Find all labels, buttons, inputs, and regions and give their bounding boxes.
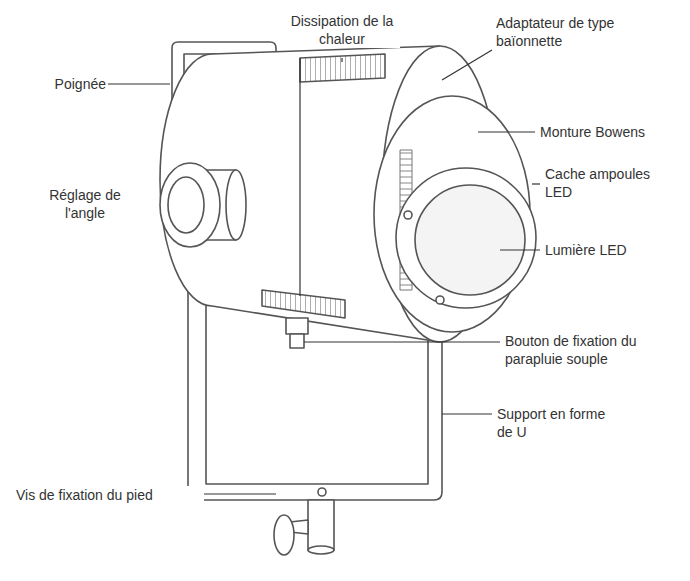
part-label: Réglage de l'angle — [28, 186, 142, 222]
part-label: Lumière LED — [543, 241, 667, 259]
part-label: Vis de fixation du pied — [14, 486, 204, 504]
part-label: Cache ampoules LED — [543, 165, 657, 201]
led-light — [415, 185, 525, 295]
top-vent — [300, 54, 385, 82]
part-label: Adaptateur de type baïonnette — [494, 14, 668, 50]
part-label: Bouton de fixation du parapluie souple — [503, 332, 657, 368]
angle-knob — [160, 163, 220, 247]
leader-lines — [104, 50, 540, 494]
led-cover — [396, 168, 536, 308]
part-label: Poignée — [30, 75, 108, 93]
bottom-vent — [262, 290, 345, 318]
part-label: Dissipation de la chaleur — [284, 12, 400, 48]
stand-screw — [274, 515, 294, 555]
part-label: Monture Bowens — [538, 123, 682, 141]
umbrella-button — [286, 318, 308, 334]
stand-socket — [308, 500, 334, 550]
part-label: Support en forme de U — [495, 405, 619, 441]
